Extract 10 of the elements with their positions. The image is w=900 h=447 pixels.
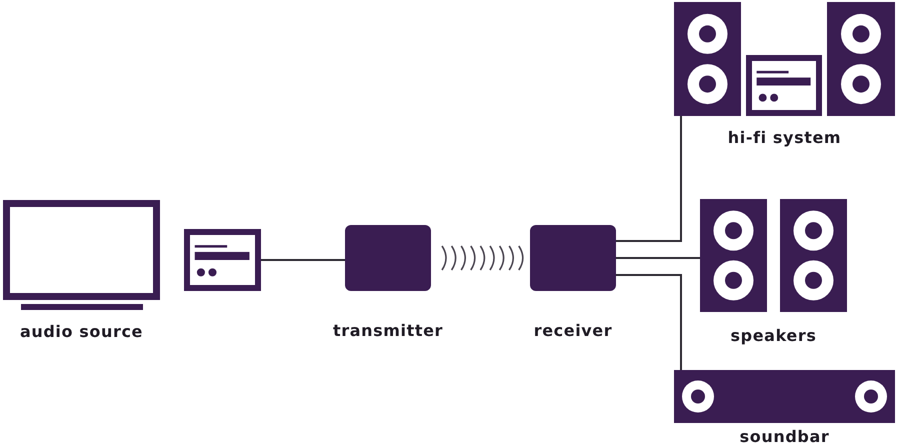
node-label: audio source [20,323,144,341]
connector-line [616,116,682,242]
node-label: transmitter [332,322,444,340]
connector-line [616,257,700,259]
node-label: speakers [730,327,816,345]
connector-line [261,259,345,261]
node-label: soundbar [740,428,830,446]
node-label: hi-fi system [728,129,842,147]
node-label: receiver [534,322,612,340]
connector-line [616,274,682,370]
